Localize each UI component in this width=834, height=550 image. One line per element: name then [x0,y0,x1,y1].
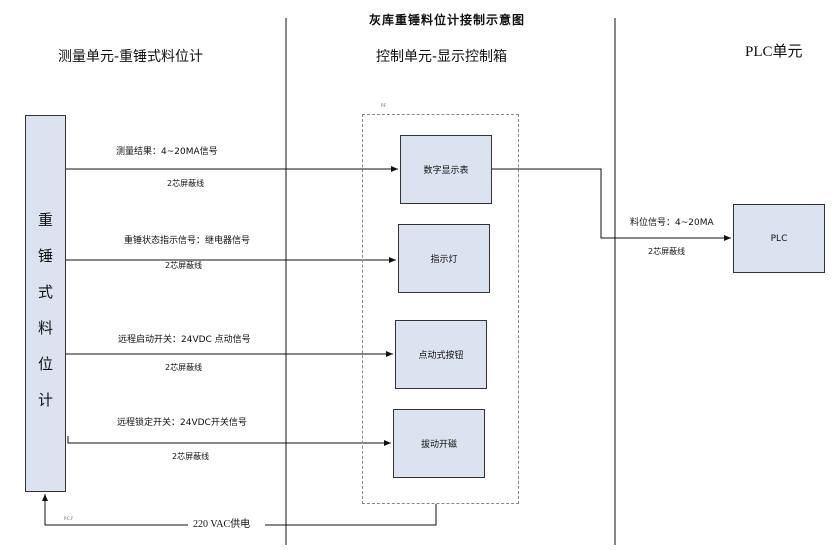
signal-status: 重锤状态指示信号：继电器信号 [124,236,251,246]
plc-label: PLC [770,233,788,244]
wire-power-to-meter [42,494,188,526]
signal-remote-start: 远程启动开关：24VDC 点动信号 [118,335,251,345]
control-box-tag: P.F [381,103,387,108]
supply-tag: P.C.F [64,516,74,521]
push-button: 点动式按钮 [395,320,487,389]
indicator-lamp-label: 指示灯 [430,255,458,265]
wire-remote-lock [67,436,391,446]
heavy-hammer-level-meter: 重锤式料位计 [25,115,66,492]
cable-label-2: 2芯屏蔽线 [165,261,203,270]
signal-remote-lock: 远程锁定开关：24VDC开关信号 [117,418,247,428]
meter-label: 重锤式料位计 [37,211,53,409]
signal-measure-result: 测量结果：4~20MA信号 [116,147,218,157]
signal-level: 料位信号：4~20MA [630,218,714,228]
section-measurement-unit: 测量单元-重锤式料位计 [58,49,204,65]
push-button-label: 点动式按钮 [418,351,464,361]
digital-display: 数字显示表 [400,135,492,204]
diagram-title: 灰库重锤料位计接制示意图 [369,13,526,27]
toggle-switch-label: 拔动开磁 [420,440,457,450]
digital-display-label: 数字显示表 [423,166,469,176]
wire-power-supply [265,504,437,526]
cable-label-1: 2芯屏蔽线 [167,179,205,188]
toggle-switch: 拔动开磁 [393,409,485,478]
cable-label-5: 2芯屏蔽线 [648,247,686,256]
plc-box: PLC [733,204,825,273]
power-supply-label: 220 VAC供电 [193,519,251,530]
indicator-lamp: 指示灯 [398,224,490,293]
cable-label-3: 2芯屏蔽线 [165,363,203,372]
cable-label-4: 2芯屏蔽线 [172,452,210,461]
control-box-outline [362,114,519,504]
section-control-unit: 控制单元-显示控制箱 [376,49,508,65]
section-plc-unit: PLC单元 [745,44,803,60]
wire-level-signal [492,168,731,241]
